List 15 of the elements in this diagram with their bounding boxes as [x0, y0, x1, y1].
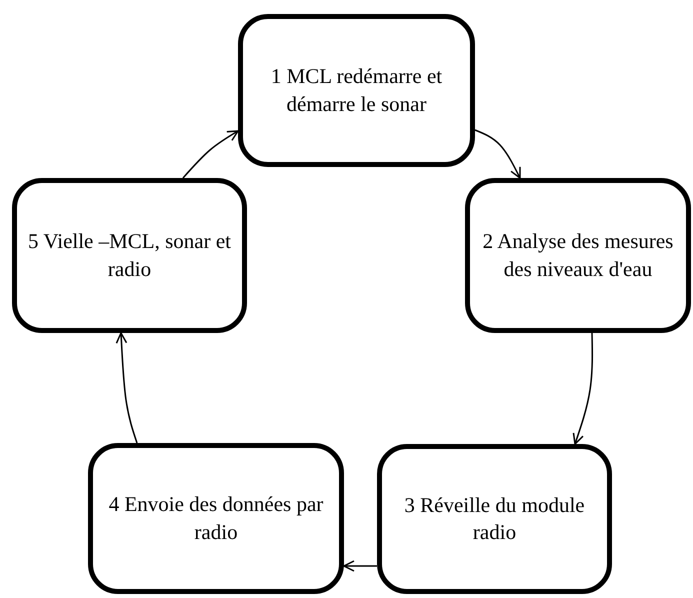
- process-box: [88, 443, 344, 594]
- arrow: [343, 560, 377, 572]
- process-box: [465, 178, 691, 333]
- arrow: [116, 332, 138, 444]
- arrow: [572, 332, 594, 445]
- arrow: [182, 130, 239, 178]
- process-box: [377, 444, 612, 594]
- step-text: 1 MCL redémarre et démarre le sonar: [270, 63, 444, 118]
- step-text: 3 Réveille du module radio: [403, 492, 586, 546]
- step-text: 5 Vielle –MCL, sonar et radio: [26, 228, 232, 282]
- process-box: [12, 178, 247, 333]
- arrow: [474, 129, 521, 179]
- step-text: 2 Analyse des mesures des niveaux d'eau: [482, 228, 674, 282]
- step-text: 4 Envoie des données par radio: [108, 491, 324, 546]
- process-box: [238, 14, 475, 167]
